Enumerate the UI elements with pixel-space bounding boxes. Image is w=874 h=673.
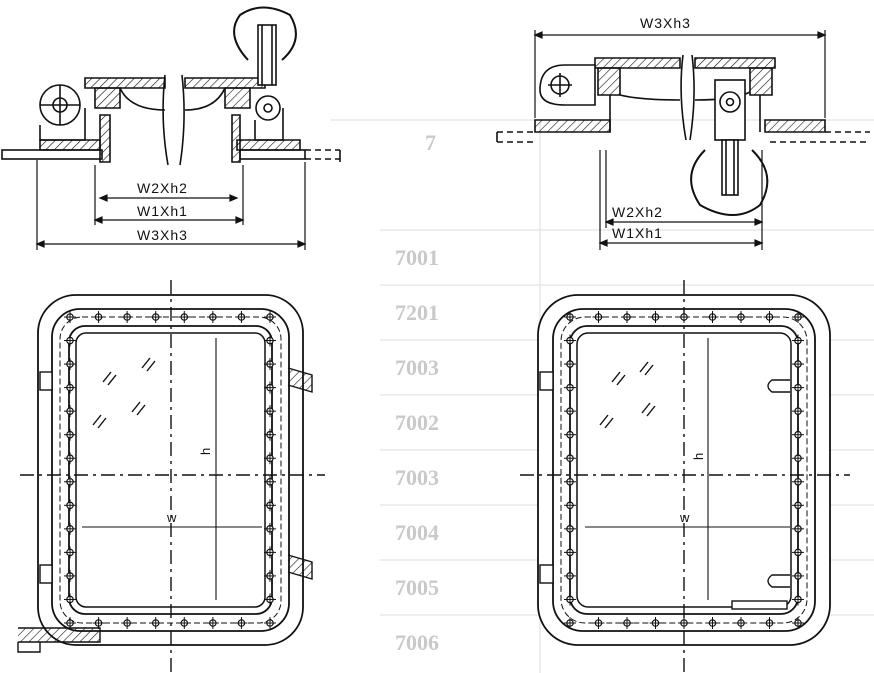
left-dimension-lines — [35, 160, 307, 250]
right-plan-w-label: w — [679, 510, 690, 525]
ghost-code: 7006 — [395, 630, 439, 655]
right-section-view — [496, 54, 870, 216]
right-dim-w2h2: W2Xh2 — [612, 204, 663, 220]
ghost-code: 7201 — [395, 300, 439, 325]
left-plan-w-label: w — [166, 510, 177, 525]
ghost-code: 7003 — [395, 355, 439, 380]
right-dim-w3h3: W3Xh3 — [640, 15, 691, 31]
ghost-code: 7002 — [395, 410, 439, 435]
ghost-code: 7004 — [395, 520, 439, 545]
ghost-code: 7001 — [395, 245, 439, 270]
ghost-code: 7 — [425, 130, 436, 155]
right-plan-h-label: h — [691, 453, 706, 460]
right-plan-glass-marks — [599, 361, 656, 429]
left-dim-w1h1: W1Xh1 — [137, 203, 188, 219]
left-plan-bolts — [64, 311, 276, 629]
left-dim-w2h2: W2Xh2 — [137, 180, 188, 196]
right-dimension-lines — [533, 30, 827, 250]
right-plan-view — [520, 280, 850, 673]
left-plan-h-label: h — [198, 448, 213, 455]
ghost-code: 7005 — [395, 575, 439, 600]
right-dim-w1h1: W1Xh1 — [612, 225, 663, 241]
left-section-view — [1, 6, 341, 166]
left-dim-w3h3: W3Xh3 — [137, 227, 188, 243]
faint-background-codes: 7 7001 7201 7003 7002 7003 7004 7005 700… — [395, 130, 439, 655]
right-plan-bolts — [564, 311, 804, 629]
ghost-code: 7003 — [395, 465, 439, 490]
left-plan-view — [17, 280, 325, 673]
left-plan-glass-marks — [92, 357, 156, 429]
